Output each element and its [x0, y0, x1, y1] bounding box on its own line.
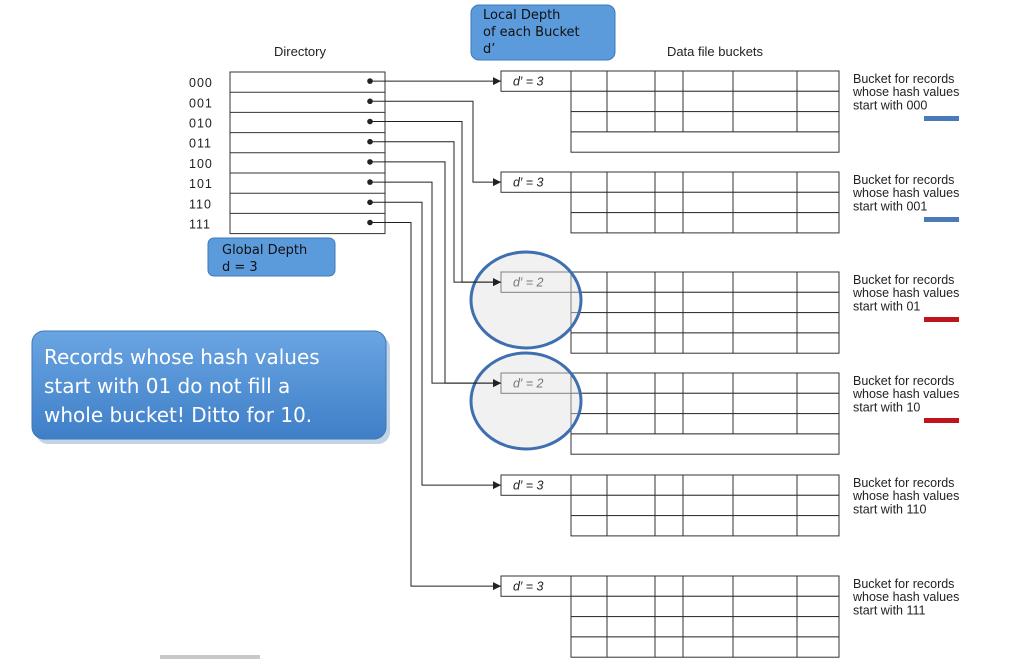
bucket-description-line: start with 10 [853, 400, 920, 414]
directory-entry-label: 010 [189, 117, 213, 131]
directory-entry-label: 000 [189, 76, 213, 90]
directory-title: Directory [274, 44, 327, 59]
bucket-description-line: Bucket for records [853, 476, 954, 490]
bucket-description-line: whose hash values [852, 286, 959, 300]
bucket-record-row [570, 575, 840, 597]
bucket-description-line: Bucket for records [853, 577, 954, 591]
bucket-description-line: Bucket for records [853, 173, 954, 187]
bucket-record-row [570, 131, 840, 153]
bucket-depth-label: d′ = 3 [513, 580, 544, 594]
bucket-prefix-underline [924, 418, 959, 423]
directory-pointers [370, 77, 501, 591]
bucket-depth-label: d′ = 3 [513, 479, 544, 493]
global-depth-callout-box [207, 237, 336, 277]
bucket-record-row [570, 372, 840, 394]
global-depth-line-1: Global Depth [222, 243, 307, 258]
bucket-record-row [570, 90, 840, 113]
bucket-record-row [570, 392, 840, 415]
bucket-highlight-circle [469, 351, 583, 451]
bucket-description-line: whose hash values [852, 489, 959, 503]
bucket-record-row [570, 433, 840, 455]
directory-entry-label: 101 [189, 177, 213, 191]
note-callout: Records whose hash values start with 01 … [31, 330, 390, 444]
bucket-description-line: whose hash values [852, 186, 959, 200]
note-callout-box [31, 330, 387, 440]
note-line-2: start with 01 do not fill a [44, 374, 290, 398]
bucket-description-line: Bucket for records [853, 374, 954, 388]
bucket-record-row [570, 312, 840, 334]
bucket-description-line: whose hash values [852, 387, 959, 401]
bucket-description-line: whose hash values [852, 85, 959, 99]
bucket-description-line: start with 110 [853, 502, 926, 516]
bucket-description-line: start with 111 [853, 603, 926, 617]
bucket-prefix-underline [924, 317, 959, 322]
bucket-record-row [570, 291, 840, 314]
bucket-highlight-circle [469, 250, 583, 350]
global-depth-callout: Global Depth d = 3 [207, 237, 336, 277]
local-depth-callout-box [470, 4, 616, 61]
bucket-record-row [570, 70, 840, 92]
bucket-description-line: start with 000 [853, 98, 927, 112]
directory-table: 000 001 010 011 100 101 110 111 [189, 71, 386, 235]
note-line-1: Records whose hash values [44, 345, 320, 369]
bucket-description-line: start with 001 [853, 199, 927, 213]
buckets-heading: Data file buckets [667, 44, 764, 59]
directory-entry-label: 110 [189, 197, 212, 211]
bucket-record-row [570, 515, 840, 537]
note-line-3: whole bucket! Ditto for 10. [44, 403, 312, 427]
bucket-record-row [570, 271, 840, 293]
bucket-record-row [570, 111, 840, 133]
pointer-line [370, 100, 501, 187]
cropped-caption-fragment [160, 655, 260, 659]
local-depth-callout: Local Depth of each Bucket d’ [470, 4, 616, 61]
bucket-depth-label: d′ = 2 [513, 377, 544, 391]
bucket-record-row [570, 332, 840, 354]
global-depth-line-2: d = 3 [222, 260, 258, 275]
directory-entry-label: 111 [189, 218, 211, 232]
local-depth-line-1: Local Depth [483, 8, 560, 23]
pointer-line [370, 222, 501, 591]
bucket-record-row [570, 636, 840, 658]
bucket-record-row [570, 616, 840, 638]
bucket-prefix-underline [924, 217, 959, 222]
bucket-record-row [570, 474, 840, 496]
bucket-description-line: start with 01 [853, 299, 920, 313]
bucket-description-line: Bucket for records [853, 72, 954, 86]
bucket-depth-label: d′ = 3 [513, 75, 544, 89]
directory-entry-label: 011 [189, 137, 212, 151]
bucket-record-row [570, 413, 840, 435]
local-depth-line-2: of each Bucket [483, 25, 580, 40]
bucket-record-row [570, 212, 840, 234]
bucket-record-row [570, 171, 840, 193]
pointer-line [370, 201, 501, 490]
pointer-line [370, 181, 501, 388]
bucket-record-row [570, 191, 840, 214]
bucket-description-line: Bucket for records [853, 273, 954, 287]
directory-entry-label: 100 [189, 157, 213, 171]
bucket-description-line: whose hash values [852, 590, 959, 604]
local-depth-line-3: d’ [483, 42, 495, 57]
bucket-depth-label: d′ = 3 [513, 176, 544, 190]
bucket-prefix-underline [924, 116, 959, 121]
directory-entry-label: 001 [189, 96, 213, 110]
pointer-line [370, 141, 501, 287]
bucket-record-row [570, 494, 840, 517]
bucket-record-row [570, 595, 840, 618]
bucket-depth-label: d′ = 2 [513, 276, 544, 290]
